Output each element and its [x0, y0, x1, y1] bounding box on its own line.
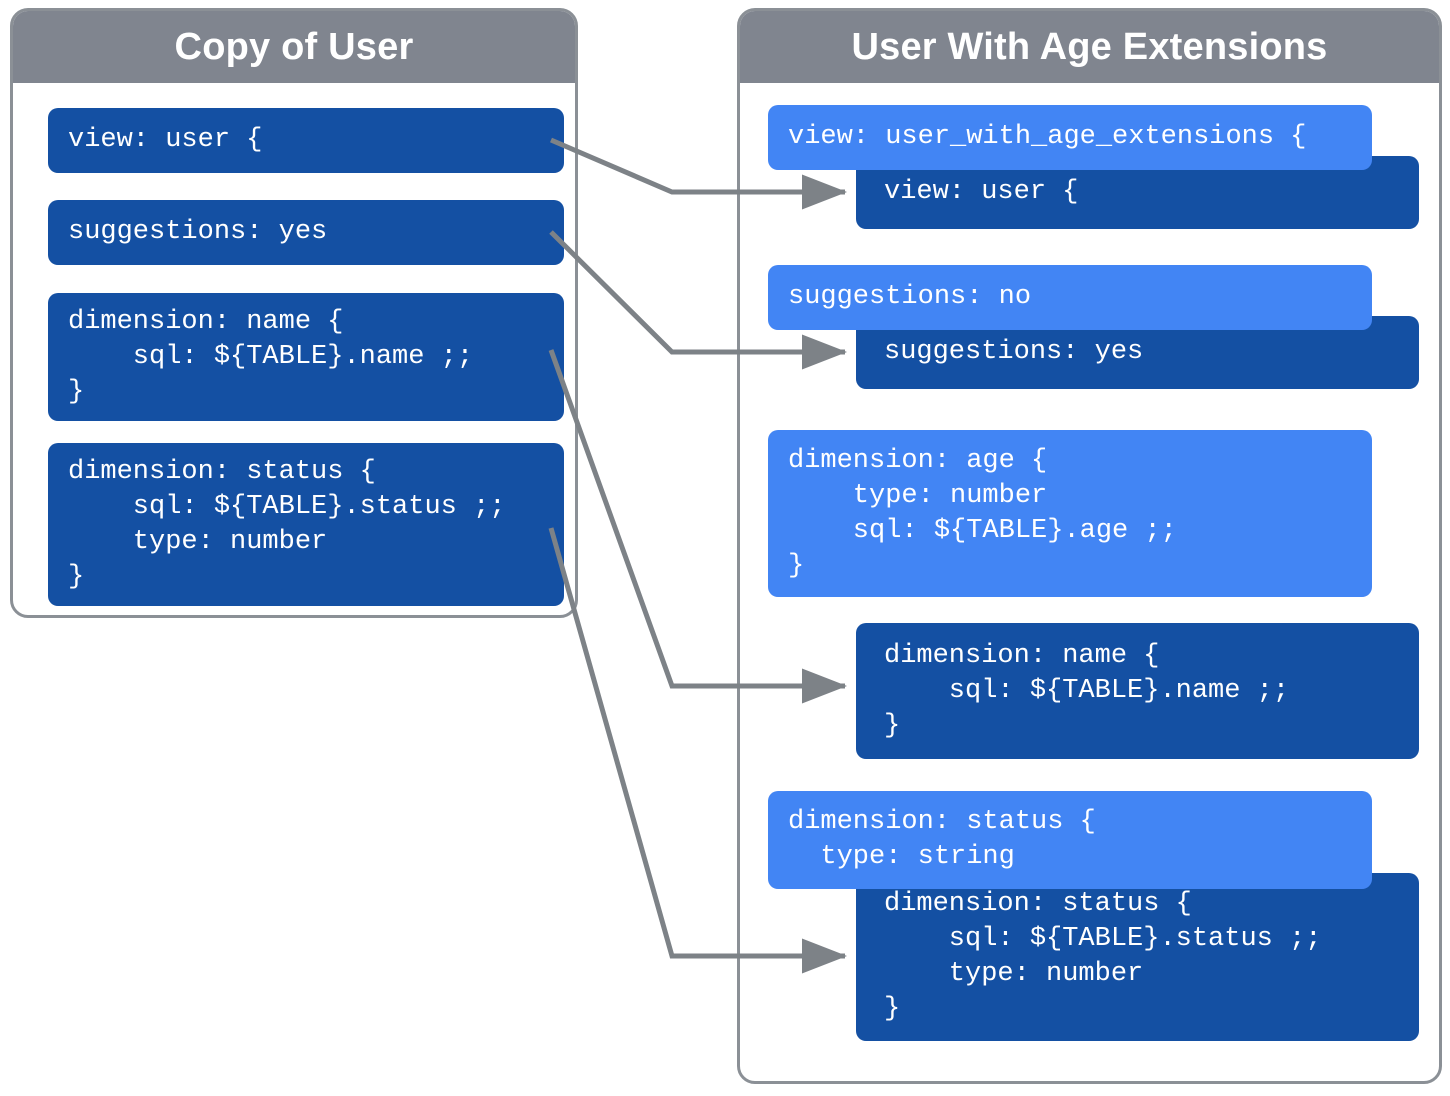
- card-right-dimension-age[interactable]: dimension: age { type: number sql: ${TAB…: [768, 430, 1372, 597]
- card-right-dimension-status-light-code: dimension: status { type: string: [788, 807, 1096, 872]
- panel-left-title: Copy of User: [13, 11, 575, 83]
- card-right-dimension-status-dark-code: dimension: status { sql: ${TABLE}.status…: [884, 889, 1322, 1024]
- panel-copy-of-user: Copy of User view: user { suggestions: y…: [10, 8, 578, 618]
- card-right-dimension-age-code: dimension: age { type: number sql: ${TAB…: [788, 445, 1177, 581]
- card-left-dimension-name-code: dimension: name { sql: ${TABLE}.name ;; …: [68, 306, 474, 407]
- card-right-view-extension-code: view: user_with_age_extensions {: [788, 122, 1307, 152]
- card-left-dimension-status[interactable]: dimension: status { sql: ${TABLE}.status…: [48, 443, 564, 606]
- card-left-suggestions[interactable]: suggestions: yes: [48, 200, 564, 265]
- card-left-dimension-status-code: dimension: status { sql: ${TABLE}.status…: [68, 456, 506, 592]
- card-right-dimension-status-dark[interactable]: dimension: status { sql: ${TABLE}.status…: [856, 873, 1419, 1041]
- card-right-suggestions-yes-code: suggestions: yes: [884, 337, 1144, 367]
- card-right-suggestions-no[interactable]: suggestions: no: [768, 265, 1372, 330]
- card-left-view-code: view: user {: [68, 125, 263, 155]
- card-right-view-user-code: view: user {: [884, 177, 1079, 207]
- card-right-dimension-name[interactable]: dimension: name { sql: ${TABLE}.name ;; …: [856, 623, 1419, 759]
- panel-right-title: User With Age Extensions: [740, 11, 1439, 83]
- card-right-dimension-status-light[interactable]: dimension: status { type: string: [768, 791, 1372, 889]
- card-left-dimension-name[interactable]: dimension: name { sql: ${TABLE}.name ;; …: [48, 293, 564, 421]
- panel-user-with-age-extensions: User With Age Extensions view: user_with…: [737, 8, 1442, 1084]
- card-right-dimension-name-code: dimension: name { sql: ${TABLE}.name ;; …: [884, 640, 1290, 741]
- card-left-view[interactable]: view: user {: [48, 108, 564, 173]
- card-right-view-extension[interactable]: view: user_with_age_extensions {: [768, 105, 1372, 170]
- card-left-suggestions-code: suggestions: yes: [68, 217, 328, 247]
- card-right-suggestions-no-code: suggestions: no: [788, 282, 1032, 312]
